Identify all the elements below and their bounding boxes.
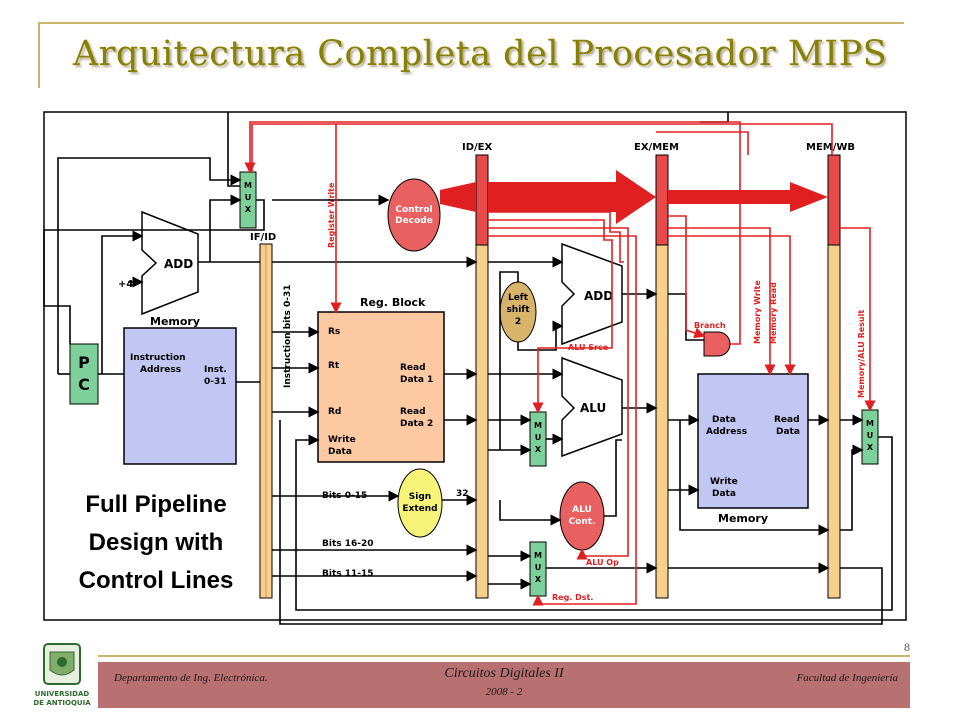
svg-text:MUX: MUX xyxy=(534,551,542,584)
label-exmem: EX/MEM xyxy=(634,142,679,153)
memory-write-label: Memory Write xyxy=(753,280,762,344)
svg-text:MUX: MUX xyxy=(244,181,252,214)
width-32-label: 32 xyxy=(456,489,469,499)
svg-text:Inst.0-31: Inst.0-31 xyxy=(204,365,227,387)
pipeline-register-memwb xyxy=(827,154,841,599)
branch-and-gate xyxy=(703,331,731,357)
alu-op-label: ALU Op xyxy=(586,558,619,567)
register-block xyxy=(317,311,445,463)
svg-text:MUX: MUX xyxy=(534,421,542,454)
svg-text:ADD: ADD xyxy=(164,257,193,271)
data-memory xyxy=(697,373,809,509)
title-rule-horizontal xyxy=(38,22,904,24)
title-rule-vertical xyxy=(38,22,40,88)
register-write-label: Register Write xyxy=(327,182,336,248)
control-signal-arrows xyxy=(440,170,828,224)
label-ifid: IF/ID xyxy=(250,232,276,243)
branch-label: Branch xyxy=(694,321,726,330)
svg-text:UNIVERSIDAD: UNIVERSIDAD xyxy=(35,690,90,698)
page-number: 8 xyxy=(904,640,910,654)
svg-text:ADD: ADD xyxy=(584,289,613,303)
memory-alu-result-label: Memory/ALU Result xyxy=(857,310,866,398)
alu-control-unit xyxy=(559,481,605,551)
svg-text:DE ANTIOQUIA: DE ANTIOQUIA xyxy=(33,699,91,707)
data-memory-label: Memory xyxy=(718,512,768,525)
label-idex: ID/EX xyxy=(462,142,493,153)
svg-text:PC: PC xyxy=(78,353,90,394)
pc-adder xyxy=(141,210,199,316)
footer-rule xyxy=(98,655,910,657)
instruction-memory xyxy=(123,327,237,465)
memory-read-label: Memory Read xyxy=(769,282,778,344)
footer-faculty: Facultad de Ingeniería xyxy=(796,672,898,684)
university-logo: UNIVERSIDAD DE ANTIOQUIA xyxy=(33,643,91,707)
footer-course-term: 2008 - 2 xyxy=(485,686,523,698)
pipeline-register-idex xyxy=(475,154,489,599)
slide-title: Arquitectura Completa del Procesador MIP… xyxy=(72,34,888,74)
control-decode-unit xyxy=(387,178,441,252)
pipeline-register-ifid xyxy=(259,243,273,599)
svg-text:Bits 0-15 Bits 16-20 B: Bits 0-15 Bits 16-20 Bits 11-15 xyxy=(322,491,377,579)
svg-text:MUX: MUX xyxy=(866,419,874,452)
instruction-memory-label: Memory xyxy=(150,315,200,328)
reg-dst-label: Reg. Dst. xyxy=(552,593,593,602)
datapath-wires xyxy=(43,112,893,625)
sign-extend-unit xyxy=(397,468,443,538)
pipeline-register-exmem xyxy=(655,154,669,599)
label-memwb: MEM/WB xyxy=(806,142,855,153)
svg-text:ALU: ALU xyxy=(580,401,606,415)
plus-four-label: +4 xyxy=(118,279,133,290)
diagram-frame xyxy=(43,111,907,621)
instruction-bits-label: Instruction bits 0-31 xyxy=(283,284,293,388)
footer-bar: Departamento de Ing. Electrónica. Circui… xyxy=(98,662,910,708)
reg-block-label: Reg. Block xyxy=(360,296,426,309)
svg-text:Rs Rt Rd Write: Rs Rt Rd Write Data xyxy=(328,327,359,457)
control-wires xyxy=(244,121,876,606)
footer-course-title: Circuitos Digitales II xyxy=(444,666,564,681)
footer-department: Departamento de Ing. Electrónica. xyxy=(114,672,268,684)
